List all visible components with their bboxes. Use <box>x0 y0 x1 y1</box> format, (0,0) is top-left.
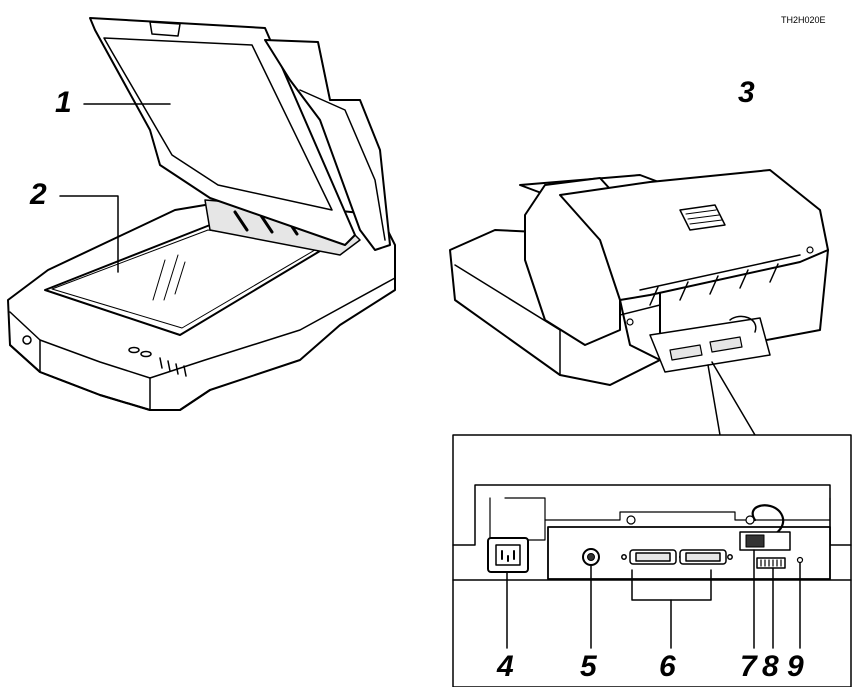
callout-2: 2 <box>30 178 47 211</box>
zoom-leader-right <box>711 361 756 436</box>
flatbed-scanner-front-view <box>7 17 396 411</box>
callout-5: 5 <box>580 650 597 683</box>
callout-1: 1 <box>55 86 72 119</box>
callout-4: 4 <box>497 650 514 683</box>
callout-9: 9 <box>787 650 804 683</box>
callout-8: 8 <box>762 650 779 683</box>
figure-code: TH2H020E <box>781 15 826 25</box>
callout-6: 6 <box>659 650 676 683</box>
interface-connectors <box>621 549 733 565</box>
dip-switch <box>756 557 786 569</box>
callout-3: 3 <box>738 76 755 109</box>
rear-panel-detail-inset <box>452 434 852 687</box>
rear-cover <box>559 169 829 301</box>
leader-2 <box>59 195 119 273</box>
control-panel <box>128 346 187 377</box>
zoom-leader-left <box>707 364 721 436</box>
power-indicator <box>22 335 32 345</box>
reset-button <box>796 556 804 564</box>
callout-7: 7 <box>740 650 757 683</box>
scanner-rear-view <box>449 169 829 436</box>
